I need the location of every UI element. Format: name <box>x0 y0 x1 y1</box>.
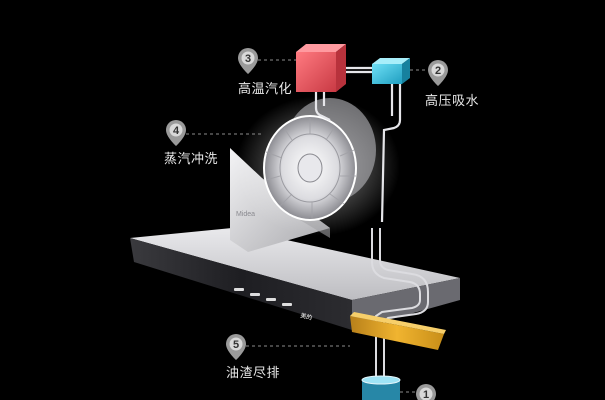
marker-4-icon: 4 <box>166 120 186 146</box>
svg-text:3: 3 <box>245 53 251 65</box>
svg-text:1: 1 <box>423 389 429 400</box>
callout-lines <box>186 59 428 393</box>
hood-top-surface <box>130 228 460 300</box>
water-pump-box <box>372 58 410 84</box>
water-cup <box>361 375 401 400</box>
marker-5-icon: 5 <box>226 334 246 360</box>
control-panel <box>234 288 292 306</box>
oil-tray-edge <box>350 312 446 334</box>
water-pipes <box>314 66 402 223</box>
label-oil-drain: 油渣尽排 <box>226 366 281 381</box>
hood-front-face <box>130 238 352 330</box>
svg-text:2: 2 <box>435 65 441 77</box>
label-high-pressure-suction: 高压吸水 <box>425 94 480 109</box>
svg-text:5: 5 <box>233 339 239 351</box>
panel-brand-text: 美的 <box>299 311 313 322</box>
oil-tray <box>350 316 444 350</box>
steam-heater-box <box>296 44 346 92</box>
marker-1-icon: 1 <box>416 384 436 400</box>
marker-3-icon: 3 <box>238 48 258 74</box>
label-high-temp-vaporize: 高温汽化 <box>238 82 293 97</box>
centrifugal-fan <box>263 98 376 221</box>
hood-brand-logo: Midea <box>236 211 255 218</box>
marker-2-icon: 2 <box>428 60 448 86</box>
label-steam-flush: 蒸汽冲洗 <box>164 152 219 167</box>
drain-pipe <box>371 228 429 378</box>
svg-text:4: 4 <box>173 125 180 137</box>
